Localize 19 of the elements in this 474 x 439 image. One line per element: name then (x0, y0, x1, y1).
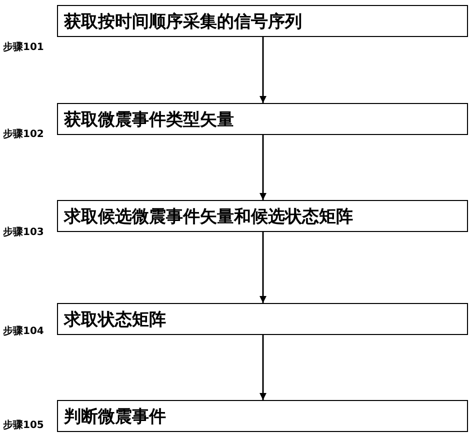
step-label: 步骤104 (3, 324, 44, 338)
arrow (260, 232, 266, 303)
arrow (260, 335, 266, 400)
step-label: 步骤103 (3, 226, 44, 239)
step-label: 步骤101 (3, 40, 44, 54)
process-box (57, 5, 468, 37)
process-box (57, 303, 468, 335)
step-label: 步骤105 (3, 418, 44, 432)
step-text: 判断微震事件 (64, 406, 166, 428)
process-box (57, 400, 468, 432)
process-box (57, 200, 468, 232)
step-text: 求取候选微震事件矢量和候选状态矩阵 (64, 206, 353, 228)
step-text: 获取按时间顺序采集的信号序列 (64, 10, 302, 32)
step-text: 求取状态矩阵 (64, 308, 166, 330)
process-box (57, 103, 468, 135)
arrow (260, 37, 266, 103)
step-text: 获取微震事件类型矢量 (64, 108, 234, 130)
step-label: 步骤102 (3, 128, 44, 141)
arrow (260, 135, 266, 200)
